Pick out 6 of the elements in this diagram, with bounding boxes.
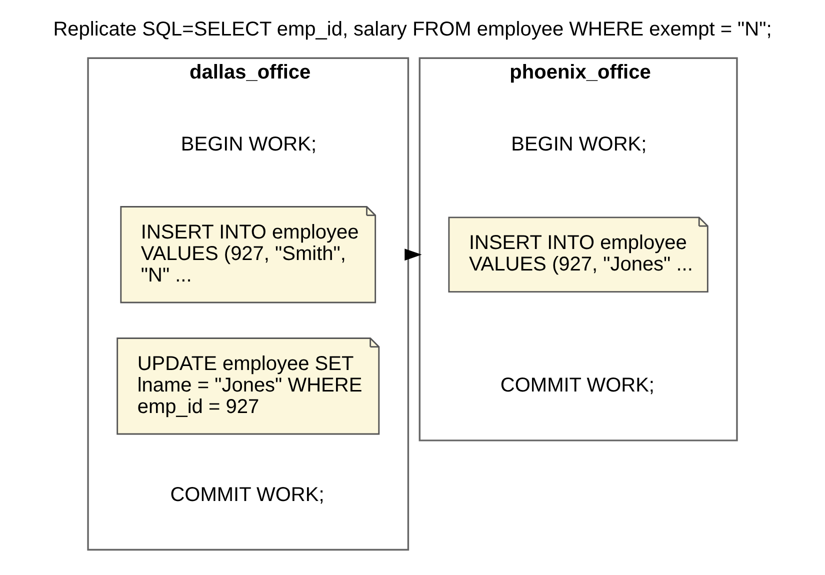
node-text: BEGIN WORK;: [511, 134, 647, 156]
diagram-title: Replicate SQL=SELECT emp_id, salary FROM employee WHERE exempt = "N";: [53, 18, 772, 40]
node-text: COMMIT WORK;: [500, 374, 654, 396]
node-text: BEGIN WORK;: [180, 134, 317, 156]
node-text: COMMIT WORK;: [170, 484, 324, 506]
arrow: [404, 248, 422, 261]
